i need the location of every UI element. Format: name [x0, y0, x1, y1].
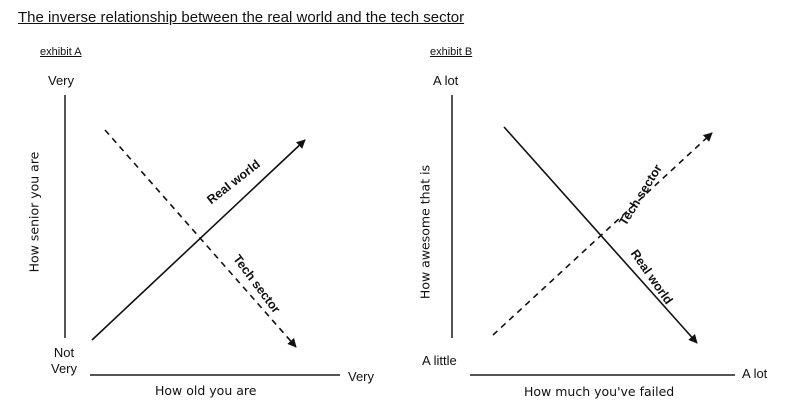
exhibit-b-label: exhibit B	[430, 46, 473, 58]
exhibit-a-label: exhibit A	[40, 46, 82, 58]
exhibit-b-tech-sector-line	[492, 132, 713, 336]
exhibit-b-y-bottom-label: A little	[422, 353, 457, 368]
exhibit-a-y-top-label: Very	[48, 73, 75, 88]
exhibit-a-x-title: How old you are	[155, 383, 257, 398]
exhibit-a-y-bottom-label: Not Very	[50, 345, 77, 376]
exhibit-a-x-right-label: Very	[348, 369, 375, 384]
exhibit-b-x-right-label: A lot	[742, 366, 768, 381]
exhibit-b-y-top-label: A lot	[433, 73, 459, 88]
exhibit-a-real-world-line	[91, 139, 306, 341]
page-title: The inverse relationship between the rea…	[18, 9, 465, 26]
exhibit-b-real-world-line	[503, 126, 698, 344]
exhibit-a-tech-sector-line	[104, 129, 297, 348]
exhibit-b-x-title: How much you've failed	[524, 384, 675, 399]
